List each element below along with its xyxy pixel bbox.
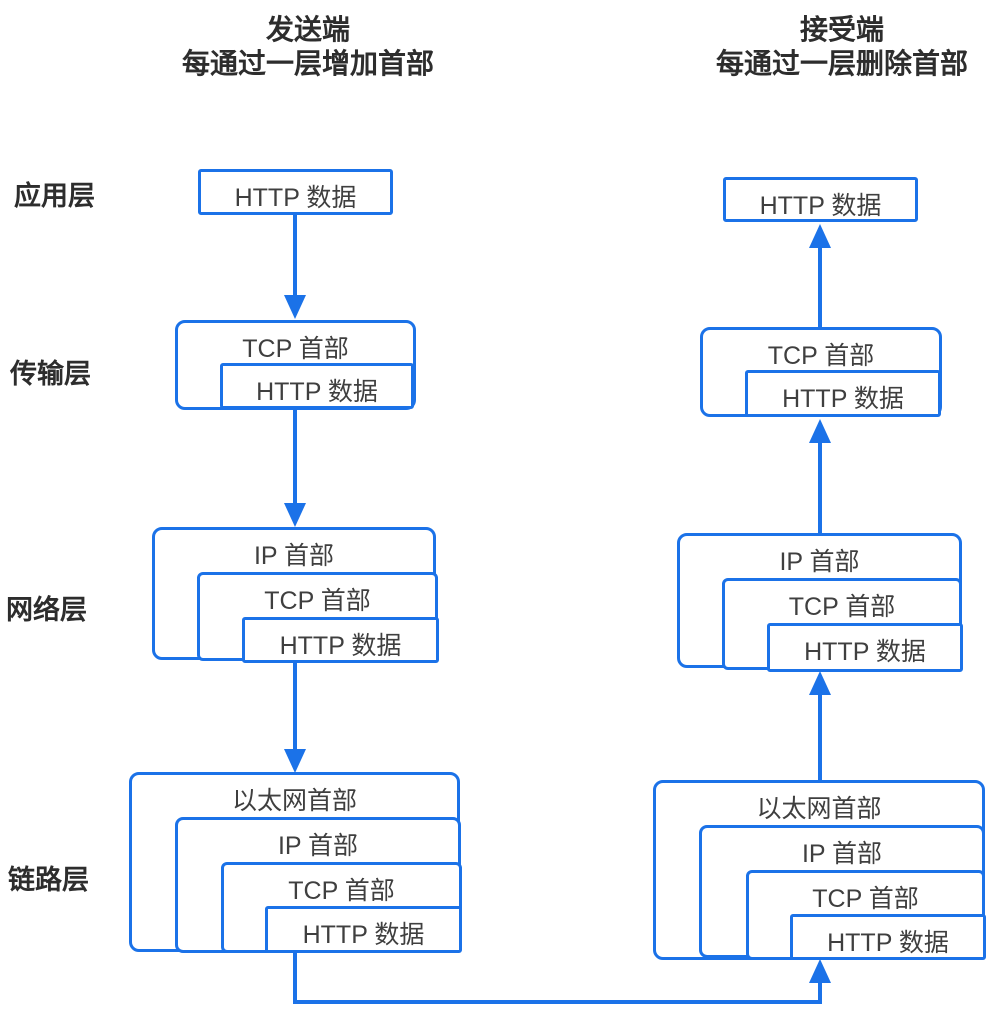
connector-sender-down-line bbox=[293, 952, 297, 1004]
receiver-app-http-data-box: HTTP 数据 bbox=[723, 177, 918, 222]
layer-label-network: 网络层 bbox=[6, 595, 87, 625]
receiver-arrow-network-to-transport-head-icon bbox=[809, 419, 831, 443]
connector-horizontal-line bbox=[293, 1000, 822, 1004]
sender-title-line2: 每通过一层增加首部 bbox=[181, 48, 434, 79]
receiver-transport-http-data-box: HTTP 数据 bbox=[745, 370, 941, 417]
sender-arrow-transport-to-network-line bbox=[293, 408, 297, 505]
receiver-column-title: 接受端 每通过一层删除首部 bbox=[642, 13, 1007, 81]
connector-receiver-up-head-icon bbox=[809, 959, 831, 983]
receiver-link-http-data-box: HTTP 数据 bbox=[790, 914, 986, 960]
sender-arrow-app-to-transport-head-icon bbox=[284, 295, 306, 319]
sender-link-http-data-box: HTTP 数据 bbox=[265, 906, 462, 953]
layer-label-application: 应用层 bbox=[14, 181, 95, 211]
sender-arrow-network-to-link-head-icon bbox=[284, 749, 306, 773]
connector-receiver-up-line bbox=[818, 982, 822, 1004]
receiver-network-http-data-box: HTTP 数据 bbox=[767, 623, 963, 672]
receiver-arrow-network-to-transport-line bbox=[818, 442, 822, 534]
layer-label-link: 链路层 bbox=[8, 865, 89, 895]
sender-column-title: 发送端 每通过一层增加首部 bbox=[108, 13, 508, 81]
layer-label-transport: 传输层 bbox=[10, 359, 91, 389]
sender-arrow-app-to-transport-line bbox=[293, 213, 297, 297]
sender-title-line1: 发送端 bbox=[265, 14, 350, 45]
sender-transport-http-data-box: HTTP 数据 bbox=[220, 363, 414, 409]
sender-app-http-data-box: HTTP 数据 bbox=[198, 169, 393, 215]
receiver-title-line1: 接受端 bbox=[799, 14, 884, 45]
receiver-arrow-link-to-network-head-icon bbox=[809, 671, 831, 695]
sender-arrow-network-to-link-line bbox=[293, 660, 297, 751]
sender-network-http-data-box: HTTP 数据 bbox=[242, 617, 439, 663]
receiver-title-line2: 每通过一层删除首部 bbox=[715, 48, 968, 79]
sender-arrow-transport-to-network-head-icon bbox=[284, 503, 306, 527]
receiver-arrow-transport-to-app-head-icon bbox=[809, 224, 831, 248]
receiver-arrow-transport-to-app-line bbox=[818, 247, 822, 328]
receiver-arrow-link-to-network-line bbox=[818, 694, 822, 781]
